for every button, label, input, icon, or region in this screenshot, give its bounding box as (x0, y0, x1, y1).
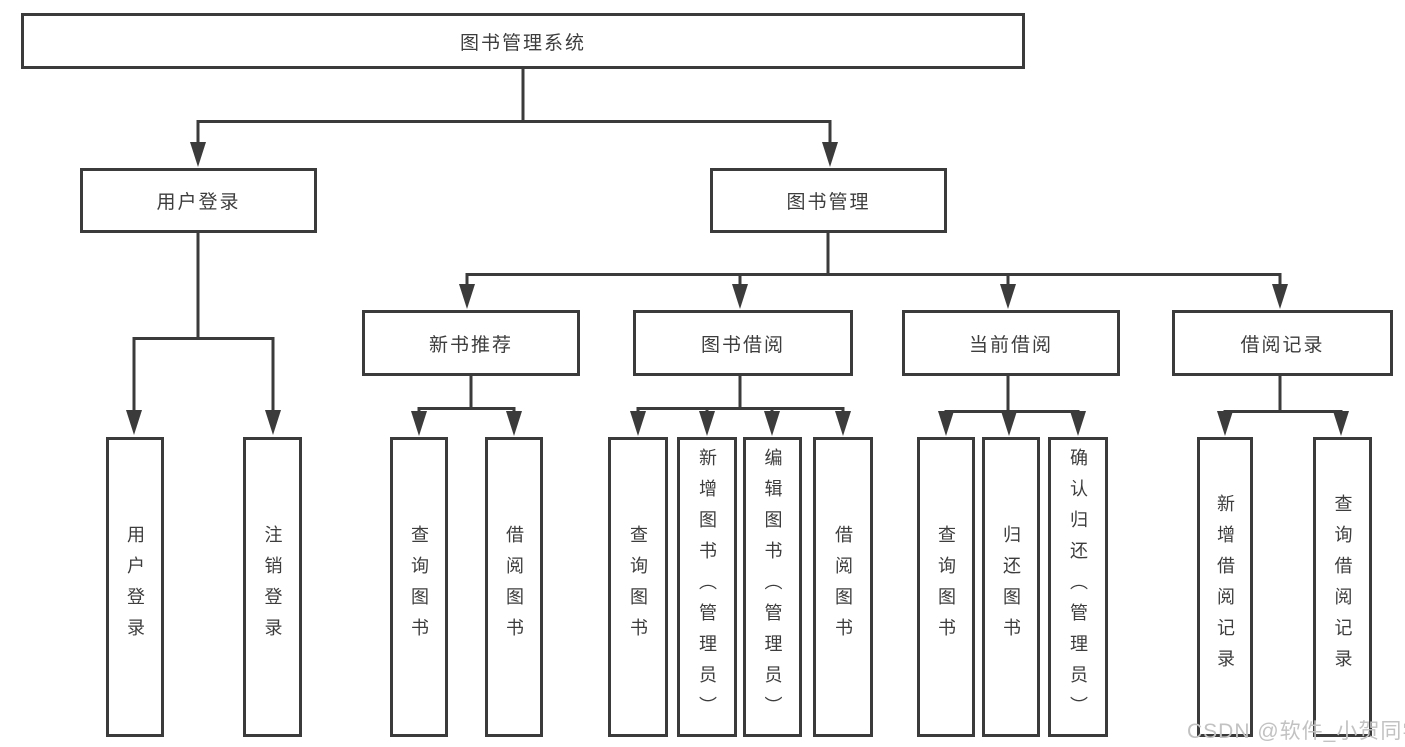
node-label: 确认归还（管理员） (1068, 447, 1088, 727)
node-library-system: 图书管理系统 (21, 13, 1025, 69)
node-label: 借阅图书 (833, 525, 853, 649)
arrow-down-icon (1272, 284, 1288, 309)
arrow-down-icon (459, 284, 475, 309)
node-book-borrowing: 图书借阅 (633, 310, 853, 376)
node-label: 新书推荐 (428, 334, 513, 356)
node-label: 注销登录 (262, 525, 283, 649)
node-label: 查询借阅记录 (1332, 494, 1353, 680)
connector-line (417, 375, 516, 414)
arrow-down-icon (822, 142, 838, 167)
connector-line (465, 232, 1282, 287)
node-label: 图书借阅 (700, 334, 785, 356)
arrow-down-icon (1001, 411, 1017, 436)
arrow-down-icon (411, 411, 427, 436)
arrow-down-icon (1000, 284, 1016, 309)
csdn-watermark: CSDN @软件_小贺同学 (1187, 720, 1405, 743)
leaf-borrow-books-recommend: 借阅图书 (485, 437, 543, 737)
leaf-borrow-books: 借阅图书 (813, 437, 873, 737)
leaf-confirm-return-admin: 确认归还（管理员） (1048, 437, 1108, 737)
leaf-return-book: 归还图书 (982, 437, 1040, 737)
arrow-down-icon (126, 410, 142, 435)
node-label: 图书管理系统 (459, 32, 586, 54)
node-label: 查询图书 (628, 525, 648, 649)
connector-line (944, 375, 1080, 415)
node-label: 查询图书 (409, 525, 429, 649)
leaf-edit-book-admin: 编辑图书（管理员） (743, 437, 802, 737)
leaf-logout: 注销登录 (243, 437, 302, 737)
connector-line (1223, 375, 1343, 415)
connector-line (196, 69, 832, 144)
node-label: 查询图书 (936, 525, 956, 649)
node-label: 借阅记录 (1240, 334, 1325, 356)
node-label: 借阅图书 (504, 525, 524, 649)
leaf-add-book-admin: 新增图书（管理员） (677, 437, 737, 737)
arrow-down-icon (630, 411, 646, 436)
arrow-down-icon (1070, 411, 1086, 436)
arrow-down-icon (506, 411, 522, 436)
leaf-query-borrow-record: 查询借阅记录 (1313, 437, 1372, 737)
node-label: 编辑图书（管理员） (762, 447, 783, 727)
node-label: 当前借阅 (968, 334, 1053, 356)
arrow-down-icon (938, 411, 954, 436)
leaf-add-borrow-record: 新增借阅记录 (1197, 437, 1253, 737)
node-current-borrowing: 当前借阅 (902, 310, 1120, 376)
arrow-down-icon (265, 410, 281, 435)
node-new-book-recommend: 新书推荐 (362, 310, 580, 376)
node-label: 新增借阅记录 (1215, 494, 1235, 680)
arrow-down-icon (699, 411, 715, 436)
node-label: 用户登录 (156, 192, 241, 213)
arrow-down-icon (190, 142, 206, 167)
node-label: 归还图书 (1001, 525, 1021, 649)
connector-line (132, 232, 275, 412)
arrow-down-icon (732, 284, 748, 309)
node-label: 图书管理 (786, 192, 871, 213)
connector-line (636, 375, 845, 414)
node-book-management: 图书管理 (710, 168, 947, 233)
node-label: 新增图书（管理员） (697, 447, 717, 727)
leaf-query-books-recommend: 查询图书 (390, 437, 448, 737)
node-borrow-records: 借阅记录 (1172, 310, 1393, 376)
node-label: 用户登录 (125, 525, 145, 649)
leaf-query-books-borrowing: 查询图书 (608, 437, 668, 737)
arrow-down-icon (1333, 411, 1349, 436)
leaf-user-login: 用户登录 (106, 437, 164, 737)
arrow-down-icon (764, 411, 780, 436)
arrow-down-icon (835, 411, 851, 436)
leaf-query-books-current: 查询图书 (917, 437, 975, 737)
node-user-login: 用户登录 (80, 168, 317, 233)
arrow-down-icon (1217, 411, 1233, 436)
